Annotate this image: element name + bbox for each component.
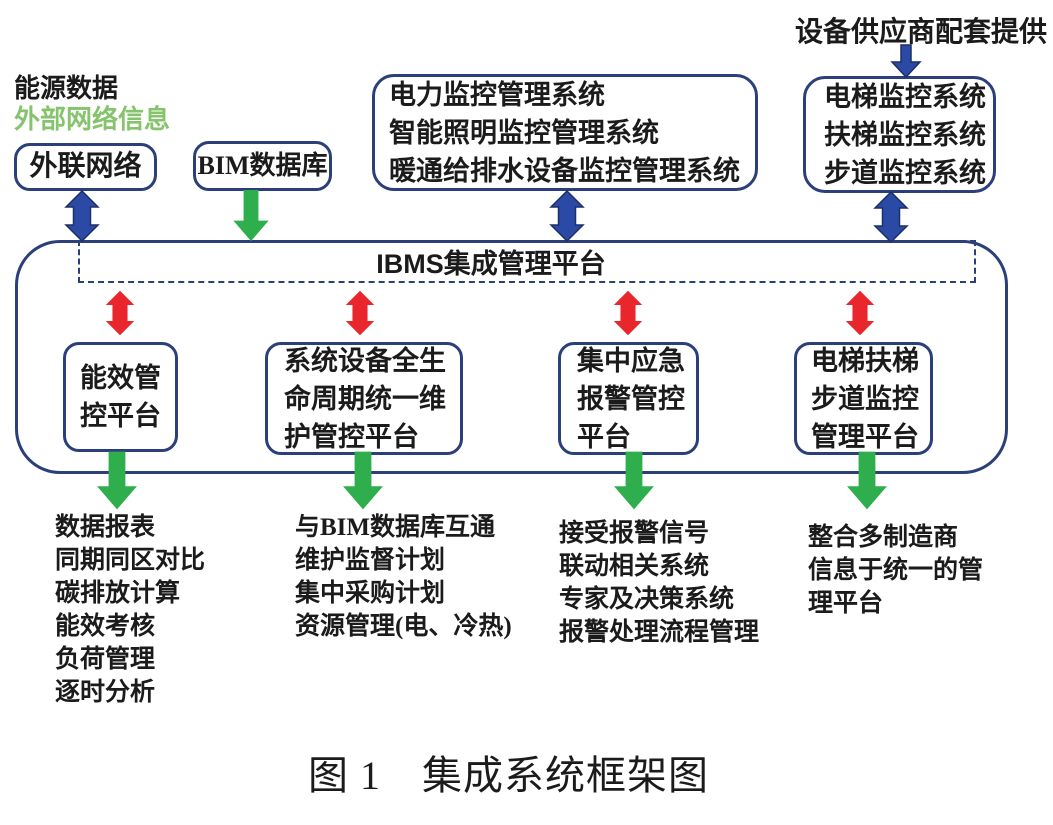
ibms-platform-label: IBMS集成管理平台: [376, 249, 606, 279]
list-item: 数据报表: [55, 514, 156, 541]
box-label-line: 暖通给排水设备监控管理系统: [389, 155, 740, 186]
external-network-info-label: 外部网络信息: [14, 105, 171, 134]
elevator-platform-box: 电梯扶梯 步道监控 管理平台: [794, 342, 933, 455]
list-item: 与BIM数据库互通: [295, 514, 496, 541]
list-item: 资源管理(电、冷热): [295, 613, 512, 640]
box-label-line: 控平台: [80, 401, 161, 431]
box-label-line: 集中应急: [577, 345, 685, 376]
list-item: 逐时分析: [55, 679, 156, 706]
list-item: 碳排放计算: [55, 580, 181, 607]
external-network-box: 外联网络: [14, 143, 157, 191]
box-label: 外联网络: [29, 151, 142, 182]
down-arrow-icon: [343, 451, 383, 510]
energy-platform-box: 能效管 控平台: [63, 342, 178, 452]
box-label-line: 平台: [577, 421, 631, 452]
box-label-line: 护管控平台: [284, 421, 419, 452]
box-label-line: 智能照明监控管理系统: [389, 117, 659, 148]
lifecycle-platform-box: 系统设备全生 命周期统一维 护管控平台: [265, 342, 463, 455]
output-list-energy: 数据报表 同期同区对比 碳排放计算 能效考核 负荷管理 逐时分析: [55, 511, 205, 709]
list-item: 整合多制造商: [808, 524, 959, 551]
up-down-arrow-icon: [64, 189, 100, 243]
up-down-arrow-icon: [873, 190, 909, 244]
down-arrow-icon: [847, 451, 887, 510]
box-label-line: 步道监控系统: [824, 157, 986, 188]
down-arrow-icon: [233, 190, 269, 242]
bim-database-box: BIM数据库: [193, 141, 332, 191]
ibms-platform-bar: IBMS集成管理平台: [78, 240, 976, 283]
up-down-arrow-icon: [845, 290, 875, 336]
box-label-line: 系统设备全生: [284, 345, 446, 376]
up-down-arrow-icon: [549, 189, 585, 243]
box-label-line: 扶梯监控系统: [824, 119, 986, 150]
up-down-arrow-icon: [613, 290, 643, 336]
list-item: 信息于统一的管: [808, 557, 984, 584]
down-arrow-icon: [890, 44, 922, 79]
output-list-alarm: 接受报警信号 联动相关系统 专家及决策系统 报警处理流程管理: [559, 517, 759, 649]
box-label: BIM数据库: [197, 151, 328, 180]
box-label-line: 报警管控: [577, 383, 685, 414]
box-label-line: 步道监控: [811, 383, 919, 414]
energy-data-label: 能源数据: [14, 74, 119, 103]
box-label-line: 能效管: [80, 363, 161, 393]
list-item: 报警处理流程管理: [559, 619, 760, 646]
list-item: 负荷管理: [55, 646, 156, 673]
output-list-elevator: 整合多制造商 信息于统一的管 理平台: [808, 521, 983, 620]
list-item: 维护监督计划: [295, 547, 446, 574]
list-item: 能效考核: [55, 613, 156, 640]
box-label-line: 电梯扶梯: [811, 345, 919, 376]
down-arrow-icon: [614, 451, 654, 510]
alarm-platform-box: 集中应急 报警管控 平台: [558, 342, 699, 455]
up-down-arrow-icon: [105, 290, 135, 336]
box-label-line: 命周期统一维: [284, 383, 446, 414]
list-item: 理平台: [808, 590, 884, 617]
elevator-systems-box: 电梯监控系统 扶梯监控系统 步道监控系统: [803, 76, 996, 193]
supplier-note-label: 设备供应商配套提供: [795, 17, 1048, 48]
list-item: 集中采购计划: [295, 580, 446, 607]
output-list-lifecycle: 与BIM数据库互通 维护监督计划 集中采购计划 资源管理(电、冷热): [295, 511, 512, 643]
list-item: 专家及决策系统: [559, 586, 735, 613]
list-item: 接受报警信号: [559, 520, 710, 547]
list-item: 联动相关系统: [559, 553, 710, 580]
list-item: 同期同区对比: [55, 547, 206, 574]
box-label-line: 电力监控管理系统: [389, 79, 605, 110]
box-label-line: 电梯监控系统: [824, 81, 986, 112]
down-arrow-icon: [97, 451, 137, 510]
figure-caption: 图 1 集成系统框架图: [308, 753, 709, 798]
monitoring-systems-box: 电力监控管理系统 智能照明监控管理系统 暖通给排水设备监控管理系统: [372, 74, 758, 191]
up-down-arrow-icon: [345, 290, 375, 336]
box-label-line: 管理平台: [811, 421, 919, 452]
